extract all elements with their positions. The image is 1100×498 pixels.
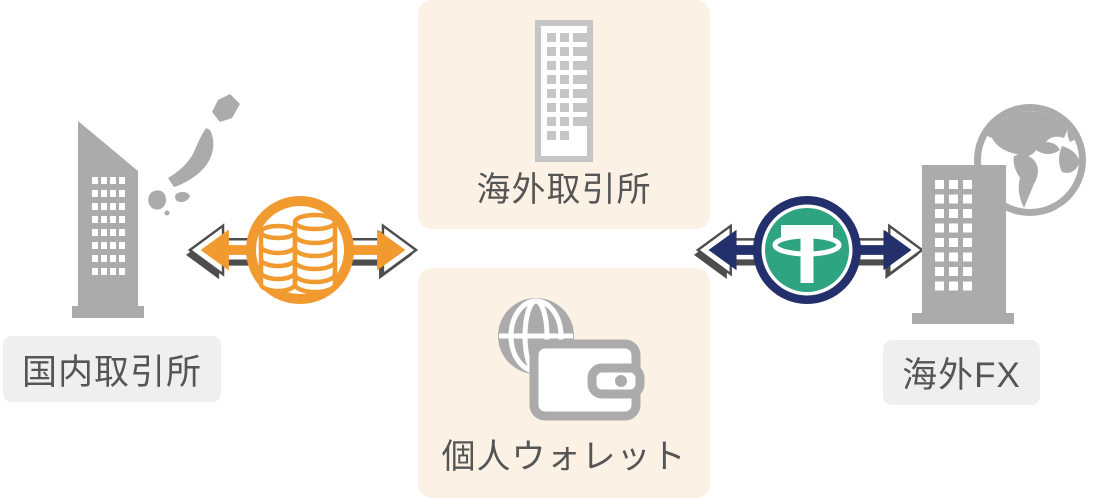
domestic-exchange-label-text: 国内取引所	[21, 352, 202, 392]
overseas-fx-label-text: 海外FX	[902, 356, 1021, 395]
japan-map-icon	[148, 94, 240, 216]
domestic-exchange-label: 国内取引所	[3, 336, 221, 402]
wallet-globe-icon	[498, 298, 645, 421]
overseas-exchange-card: 海外取引所	[418, 0, 710, 229]
overseas-fx-label: 海外FX	[883, 340, 1040, 405]
office-building-icon	[535, 20, 593, 162]
fx-building-icon	[912, 165, 1014, 324]
tether-coin-icon	[753, 196, 861, 304]
wallet-body-icon	[529, 339, 645, 421]
overseas-exchange-label: 海外取引所	[476, 171, 652, 209]
city-building-icon	[72, 121, 144, 318]
coins-icon	[246, 196, 354, 304]
personal-wallet-card: 個人ウォレット	[418, 268, 710, 498]
personal-wallet-label: 個人ウォレット	[441, 438, 687, 476]
